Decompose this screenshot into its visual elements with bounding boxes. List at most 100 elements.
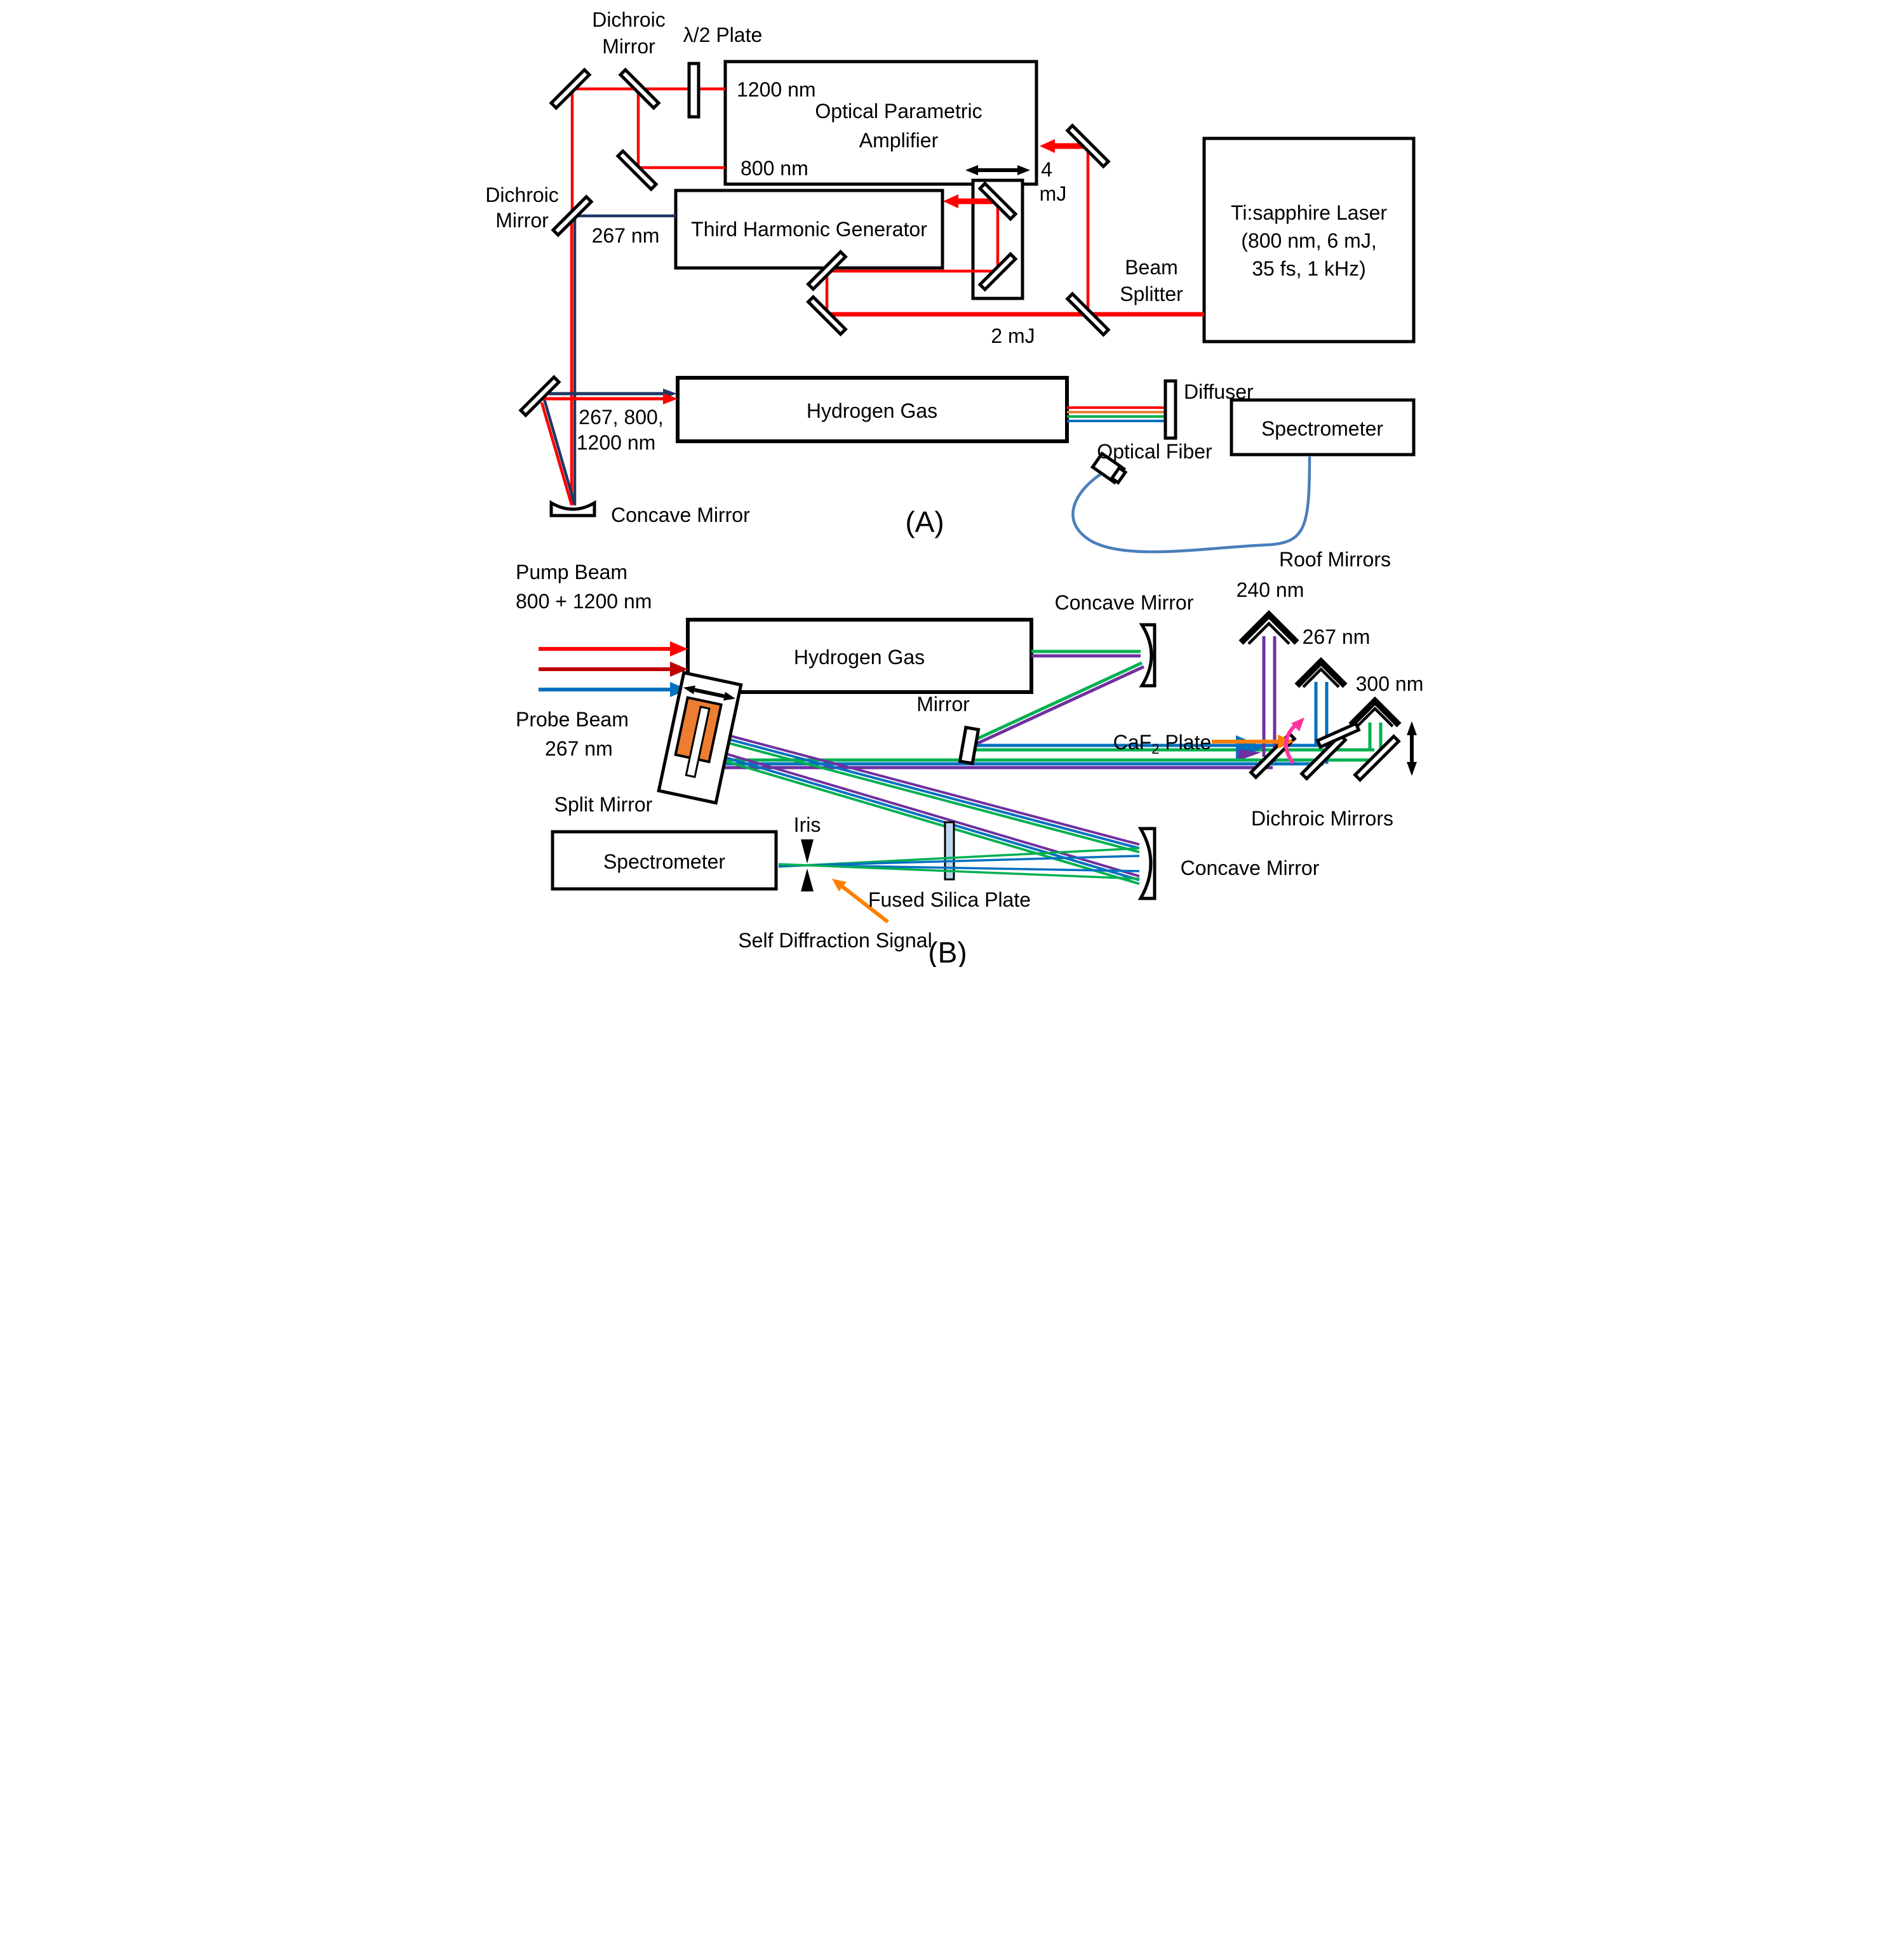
laser-label-1: Ti:sapphire Laser — [1230, 201, 1386, 224]
laser-box — [1202, 137, 1415, 343]
dichroic-mirror-1 — [548, 67, 592, 110]
vertical-arrowhead-bottom — [1406, 762, 1417, 776]
panel-b-tag: (B) — [928, 936, 967, 967]
spectrometer-a-label: Spectrometer — [1261, 417, 1383, 440]
panel-a: Dichroic Mirror λ/2 Plate 1200 nm 800 nm… — [485, 8, 1415, 554]
nm300-label: 300 nm — [1355, 672, 1423, 695]
bundle1-purple — [707, 729, 1140, 846]
beam-splitter-label-2: Splitter — [1120, 283, 1183, 305]
split-arrowhead-right — [723, 691, 735, 701]
iris-blade-bottom — [800, 869, 814, 891]
nm267-b-label: 267 nm — [1302, 625, 1370, 648]
fold-mirror-mid — [805, 250, 848, 291]
energy-4mj-label-2: mJ — [1039, 182, 1066, 205]
self-diffraction-shaft — [840, 884, 889, 924]
hydrogen-gas-a-label: Hydrogen Gas — [806, 399, 937, 422]
roof-mirror-240 — [1238, 610, 1299, 645]
fold-mirror-top-right — [1064, 123, 1111, 169]
dichroic-left-label-2: Mirror — [495, 209, 549, 232]
concave-mirror-bottom-label: Concave Mirror — [1180, 857, 1319, 879]
dichroic-left-label-1: Dichroic — [485, 183, 559, 206]
flat-mirror-b — [958, 725, 980, 766]
fold-mirror-800 — [615, 149, 659, 192]
bundle2-green — [705, 754, 1140, 885]
self-diffraction-arrowhead — [831, 879, 847, 891]
half-wave-plate-label: λ/2 Plate — [683, 23, 762, 46]
vertical-arrowhead-top — [1406, 721, 1417, 735]
diffuser-label: Diffuser — [1184, 380, 1254, 403]
roof-mirror-267-inner — [1301, 667, 1340, 688]
opa-label-1: Optical Parametric — [815, 100, 982, 123]
nm267-label: 267 nm — [591, 224, 659, 247]
bundle1-blue — [707, 733, 1140, 850]
pump-arrowhead-2 — [669, 662, 688, 677]
dichroic-mirror-2 — [617, 67, 661, 110]
split-arrowhead-left — [683, 685, 695, 695]
thg-label: Third Harmonic Generator — [691, 218, 927, 241]
roof-mirror-300 — [1348, 696, 1402, 728]
diffuser-plate — [1163, 379, 1177, 440]
beam-cm1-to-mirror-purple — [972, 665, 1144, 747]
port-1200-label: 1200 nm — [737, 78, 816, 101]
caf2-plate — [1315, 721, 1361, 749]
beam-splitter-label-1: Beam — [1125, 256, 1178, 279]
arrowhead-right-purple — [1238, 749, 1261, 761]
iris-label: Iris — [793, 813, 821, 836]
energy-2mj-label: 2 mJ — [991, 324, 1035, 347]
hydrogen-gas-box-a — [675, 376, 1069, 443]
rotation-arrow — [1284, 723, 1297, 764]
fold-mirror-bottom — [518, 375, 561, 418]
thg-arrowhead — [942, 194, 958, 208]
fiber-coupler-tip — [1109, 465, 1128, 485]
bundle2-purple — [705, 747, 1140, 877]
roof-mirrors-label: Roof Mirrors — [1278, 548, 1390, 571]
fused-silica-label: Fused Silica Plate — [868, 888, 1030, 911]
beam-v-navy — [542, 399, 576, 505]
dichroic-mirror-3 — [550, 194, 594, 237]
concave-mirror-a — [549, 500, 596, 517]
split-mirror-assembly — [656, 670, 743, 805]
concave-mirror-a-label: Concave Mirror — [611, 504, 750, 526]
roof-mirror-267 — [1294, 657, 1348, 688]
probe-beam-label-2: 267 nm — [545, 737, 613, 760]
opa-pump-arrowhead — [1039, 139, 1055, 153]
dichroic-top-label-1: Dichroic — [592, 8, 666, 31]
port-800-label: 800 nm — [741, 157, 808, 180]
pump-beam-label-2: 800 + 1200 nm — [516, 590, 652, 613]
pump-beam-label-1: Pump Beam — [516, 561, 627, 584]
beam-v-red — [540, 402, 573, 505]
beam-splitter — [1064, 291, 1111, 337]
spectrometer-box-b — [551, 830, 777, 891]
optical-fiber-label: Optical Fiber — [1097, 440, 1212, 463]
concave-mirror-b-bottom — [1137, 827, 1156, 900]
fan-green-2 — [778, 863, 1139, 880]
split-mirror-slit — [685, 705, 711, 778]
combo-label-2: 1200 nm — [576, 431, 655, 454]
fiber-coupler — [1090, 451, 1128, 485]
split-mirror-translation-arrow — [694, 688, 725, 698]
hydrogen-gas-box-b — [685, 618, 1033, 694]
probe-beam-label-1: Probe Beam — [516, 708, 629, 731]
laser-label-3: 35 fs, 1 kHz) — [1252, 257, 1366, 280]
stage-arrowhead-left — [965, 165, 978, 175]
figure: Dichroic Mirror λ/2 Plate 1200 nm 800 nm… — [476, 0, 1428, 967]
optical-fiber-cable — [1071, 455, 1311, 554]
nm240-label: 240 nm — [1236, 578, 1304, 601]
mirror-b-label: Mirror — [916, 693, 970, 716]
half-wave-plate — [687, 62, 700, 119]
dichroic-mirrors-label: Dichroic Mirrors — [1251, 807, 1393, 830]
roof-mirror-300-inner — [1355, 706, 1394, 728]
opa-label-2: Amplifier — [859, 129, 938, 152]
rotation-arrowhead — [1291, 717, 1304, 731]
fused-silica-plate — [944, 821, 955, 881]
arrowhead-hydrogen-red — [662, 393, 678, 404]
energy-4mj-label-1: 4 — [1041, 158, 1052, 181]
laser-label-2: (800 nm, 6 mJ, — [1241, 229, 1376, 252]
spectrometer-b-label: Spectrometer — [603, 850, 725, 873]
combo-label-1: 267, 800, — [579, 406, 663, 429]
panel-a-tag: (A) — [905, 505, 944, 538]
panel-b: Pump Beam 800 + 1200 nm Probe Beam 267 n… — [516, 548, 1423, 967]
fold-mirror-low — [805, 295, 848, 337]
pump-arrowhead-1 — [669, 641, 688, 657]
caf2-plate-label: CaF2 Plate — [1113, 731, 1211, 757]
